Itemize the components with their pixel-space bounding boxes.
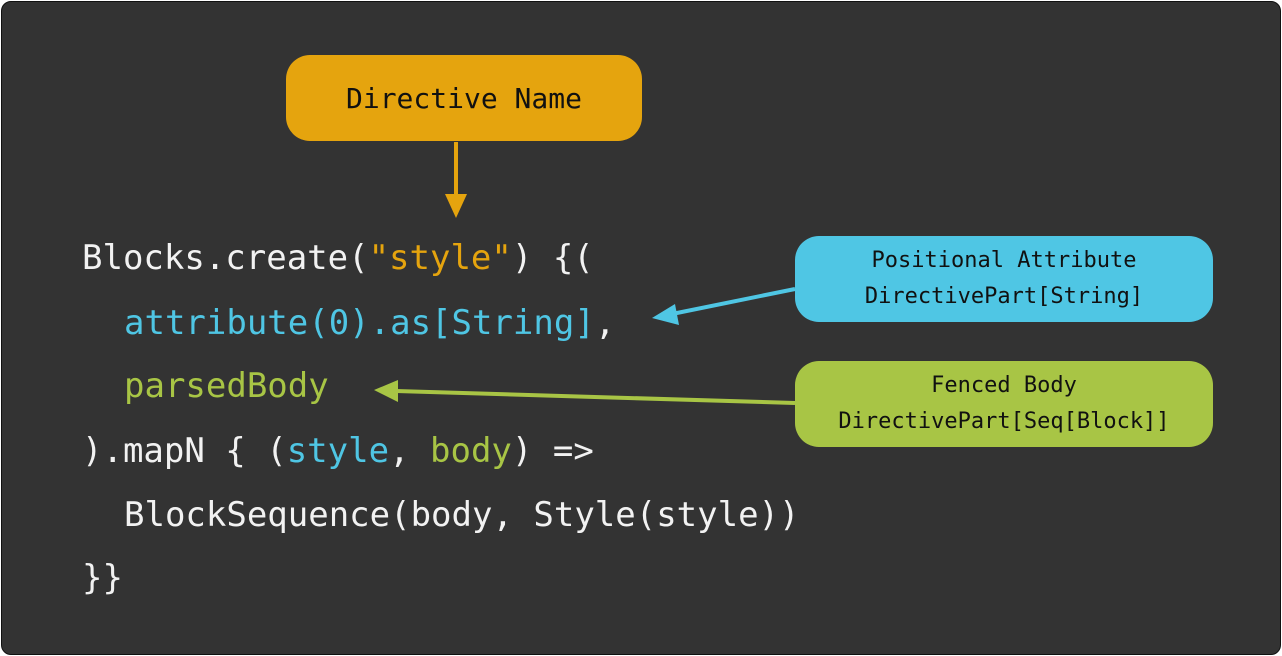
code-mapn: ).mapN { ( bbox=[82, 431, 287, 471]
code-block-sequence: BlockSequence(body, Style(style)) bbox=[124, 495, 800, 535]
positional-attribute-arrow bbox=[652, 287, 796, 325]
code-line-6: }} bbox=[82, 558, 123, 598]
code-comma: , bbox=[594, 303, 616, 343]
fenced-body-type: DirectivePart[Seq[Block]] bbox=[838, 409, 1170, 434]
positional-attribute-type: DirectivePart[String] bbox=[864, 284, 1144, 309]
code-line-2: attribute(0).as[String], bbox=[124, 303, 615, 343]
code-param-style: style bbox=[286, 431, 390, 471]
code-directive-string: "style" bbox=[368, 238, 512, 278]
code-line-1: Blocks.create("style") {( bbox=[82, 238, 594, 278]
code-line-4: ).mapN { (style, body) => bbox=[82, 431, 594, 471]
code-line-3: parsedBody bbox=[124, 366, 329, 406]
code-line-5: BlockSequence(body, Style(style)) bbox=[124, 495, 800, 535]
positional-attribute-title: Positional Attribute bbox=[871, 248, 1137, 273]
fenced-body-arrow bbox=[374, 380, 796, 405]
code-blocks-create: Blocks.create( bbox=[82, 238, 369, 278]
code-parsed-body: parsedBody bbox=[124, 366, 329, 406]
fenced-body-callout: Fenced Body DirectivePart[Seq[Block]] bbox=[795, 361, 1213, 447]
code-attribute-expr: attribute(0).as[String] bbox=[124, 303, 595, 343]
directive-name-arrow bbox=[445, 142, 467, 218]
code-param-body: body bbox=[430, 431, 512, 471]
positional-attribute-callout: Positional Attribute DirectivePart[Strin… bbox=[795, 236, 1213, 322]
directive-name-callout: Directive Name bbox=[286, 55, 642, 141]
code-close-braces: }} bbox=[82, 558, 123, 598]
code-open-brace: ) {( bbox=[511, 238, 594, 278]
directive-name-label: Directive Name bbox=[345, 81, 582, 115]
code-param-sep: , bbox=[389, 431, 431, 471]
fenced-body-title: Fenced Body bbox=[931, 373, 1077, 398]
code-arrow: ) => bbox=[511, 431, 594, 471]
